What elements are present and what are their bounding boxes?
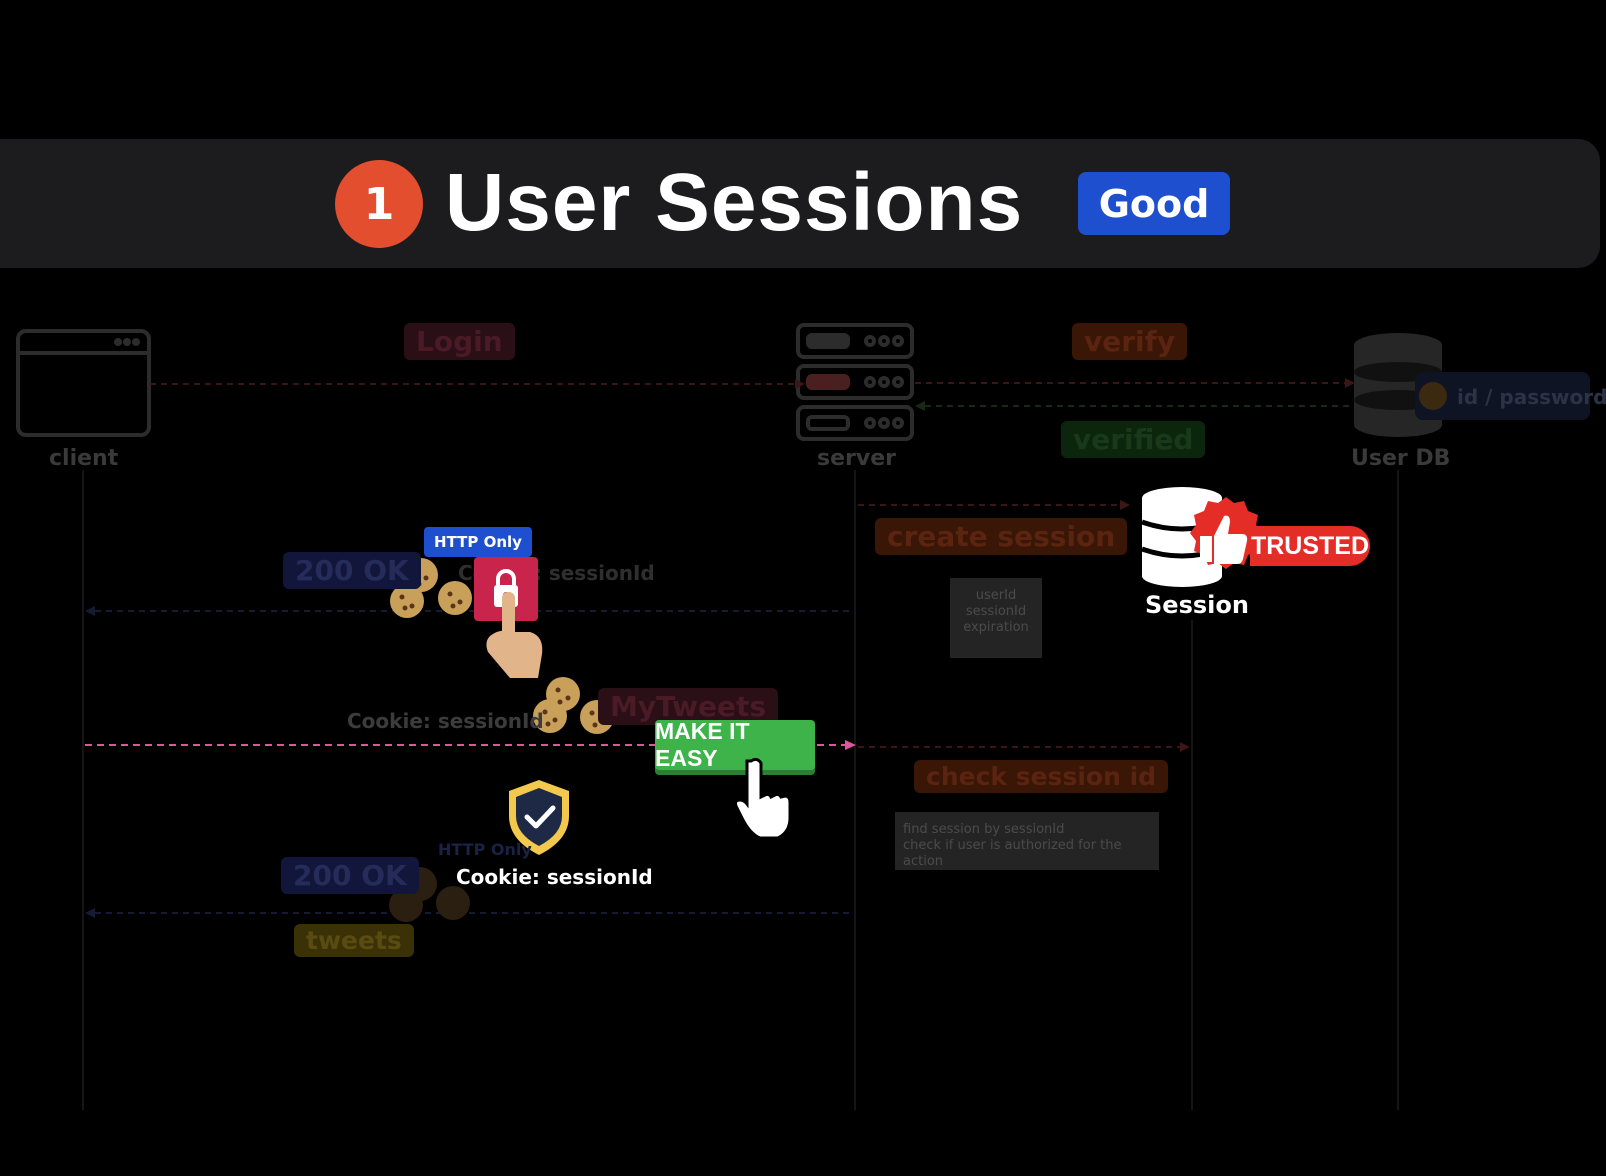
session-label: Session [1145,591,1249,619]
http-only-bottom-label: HTTP Only [438,840,532,859]
shield-check-icon [509,780,569,855]
note-line: check if user is authorized for the acti… [903,838,1122,869]
client-label: client [49,446,119,471]
note-line: userId [975,588,1017,603]
rating-badge: Good [1078,172,1230,235]
ok-tag-1: 200 OK [283,552,421,589]
server-rack-icon [796,323,914,441]
create-session-tag: create session [875,518,1128,555]
credentials-chip [1415,372,1590,420]
http-only-badge: HTTP Only [424,527,532,557]
tweets-tag: tweets [294,924,414,957]
id-password-label: id / password [1457,385,1606,409]
session-record-note: userId sessionId expiration [950,578,1042,658]
cookie-session-bottom-label: Cookie: sessionId [456,865,653,889]
login-tag: Login [404,323,515,360]
cursor-hand-icon [737,757,792,839]
note-line: find session by sessionId [903,822,1065,837]
page-title: User Sessions [445,157,1024,248]
pointing-hand-icon [486,592,543,678]
title-bar [0,139,1600,268]
step-number-badge: 1 [335,160,423,248]
verify-tag: verify [1072,323,1188,360]
user-db-label: User DB [1351,446,1451,471]
server-label: server [817,446,896,471]
note-line: sessionId [965,604,1027,619]
ok-tag-2: 200 OK [281,857,419,894]
note-line: expiration [963,620,1029,635]
trusted-badge: TRUSTED [1250,526,1370,566]
user-avatar-icon [1419,382,1447,410]
thumbs-up-icon [1190,497,1262,569]
check-session-tag: check session id [914,760,1169,793]
cookie-icon [389,558,614,922]
mytweets-tag: MyTweets [598,688,779,725]
verified-tag: verified [1061,421,1206,458]
check-steps-note: find session by sessionId check if user … [895,812,1159,870]
cookie-session-mid-label: Cookie: sessionId [347,709,544,733]
make-it-easy-button[interactable]: MAKE IT EASY [655,718,815,771]
browser-window-icon [16,329,151,437]
